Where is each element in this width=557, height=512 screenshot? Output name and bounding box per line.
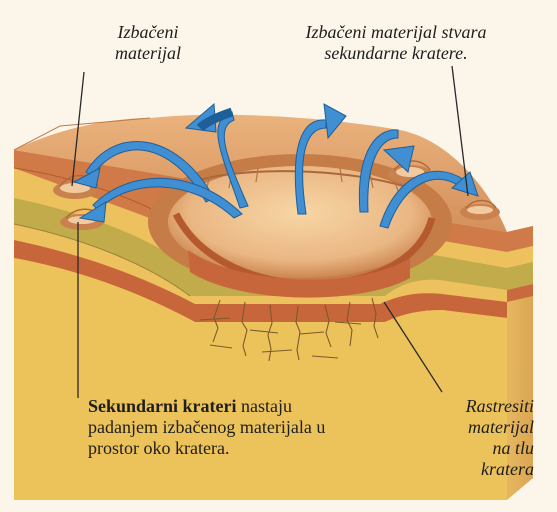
ejecta-arrowhead-left-1 (72, 167, 101, 189)
label-loose-material-line2: materijal (468, 417, 534, 437)
ejecta-arrow-left-1 (85, 141, 215, 203)
leader-top-right (451, 65, 469, 197)
label-loose-material-line3: na tlu (492, 438, 534, 458)
leader-lines (71, 65, 469, 398)
ejecta-arrow-left-2 (92, 177, 243, 219)
label-ejected-creates-secondary-line1: Izbačeni materijal stvara (305, 22, 487, 42)
fracture-lines (199, 297, 379, 362)
label-loose-material-line1: Rastresiti (465, 396, 534, 416)
ejecta-arrow-right-1 (358, 129, 399, 213)
caption-line3: prostor oko kratera. (88, 438, 230, 458)
label-ejected-creates-secondary-line2: sekundarne kratere. (324, 43, 468, 63)
label-loose-material-line4: kratera (481, 459, 534, 479)
label-ejected-material: Izbačeni materijal (88, 22, 208, 64)
ejecta-arrows (72, 102, 479, 229)
ejecta-arrowhead-left-2 (78, 201, 107, 223)
ejecta-arrowhead-right-2 (451, 171, 479, 197)
label-loose-material: Rastresiti materijal na tlu kratera (416, 396, 534, 480)
label-secondary-craters-caption: Sekundarni krateri nastaju padanjem izba… (88, 396, 398, 459)
caption-line1: Sekundarni krateri nastaju (88, 396, 398, 417)
block-right-face (507, 226, 533, 500)
leader-bottom-right (383, 301, 443, 393)
ejecta-arrowhead-mid-2 (323, 103, 347, 140)
ejecta-arrowhead-right-1 (382, 145, 415, 173)
caption-line2: padanjem izbačenog materijala u (88, 417, 326, 437)
caption-bold-term: Sekundarni krateri (88, 396, 237, 416)
label-ejected-material-line2: materijal (115, 43, 181, 63)
label-ejected-material-line1: Izbačeni (117, 22, 179, 42)
leader-top-left (71, 71, 85, 187)
ejecta-arrow-mid-1 (217, 111, 249, 209)
caption-line1-rest: nastaju (236, 396, 293, 416)
label-ejected-creates-secondary: Izbačeni materijal stvara sekundarne kra… (266, 22, 526, 64)
